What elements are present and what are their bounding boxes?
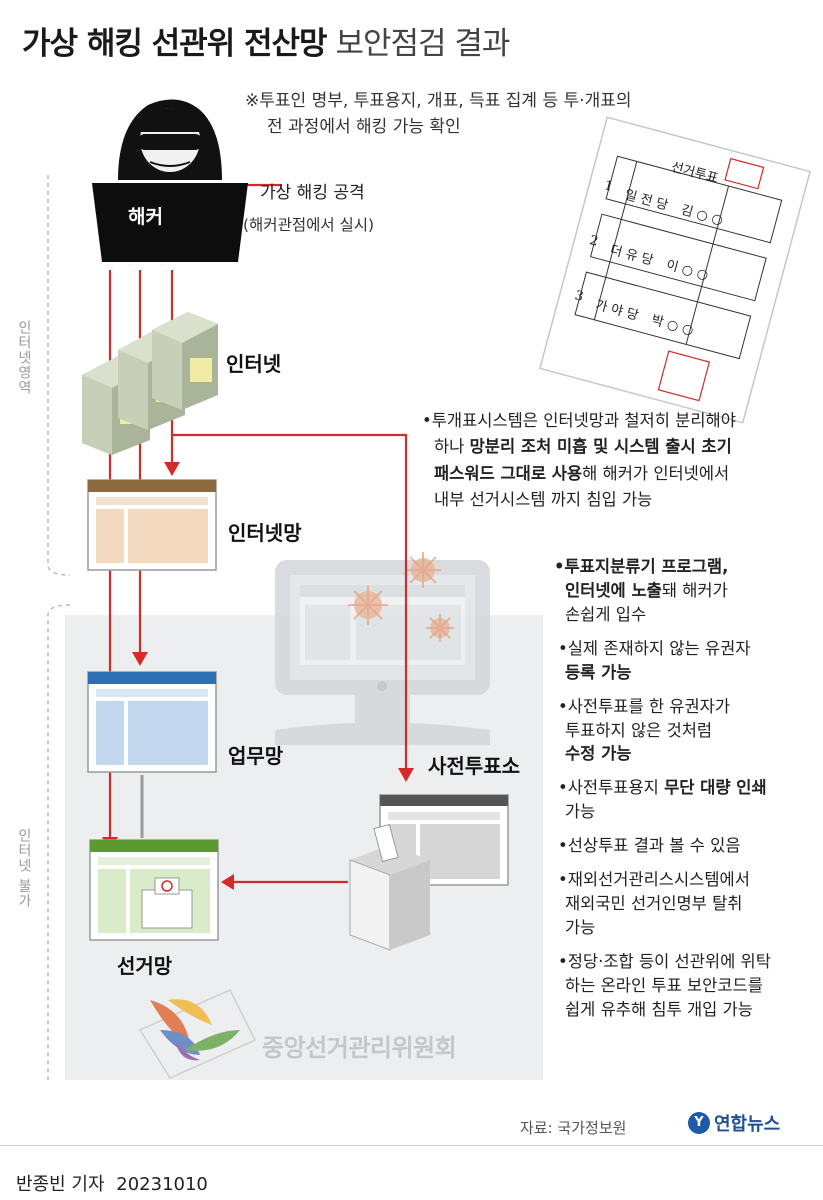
finding-line: •사전투표용지 무단 대량 인쇄 (558, 776, 823, 800)
finding-bold: 인터넷에 노출 (565, 580, 662, 600)
ballot-row-name: 이 ○ ○ (664, 257, 710, 284)
top-note-line2: 전 과정에서 해킹 가능 확인 (267, 117, 461, 138)
top-note: ※투표인 명부, 투표용지, 개표, 득표 집계 등 투·개표의 전 과정에서 … (245, 88, 632, 141)
work-net-label: 업무망 (228, 744, 284, 768)
internet-zone-label: 인터넷영역 (16, 320, 32, 395)
internet-net-label: 인터넷망 (228, 521, 302, 545)
byline-reporter: 반종빈 기자 (16, 1174, 105, 1195)
finding-item: •사전투표용지 무단 대량 인쇄 가능 (558, 776, 823, 824)
intro-line1: •투개표시스템은 인터넷망과 철저히 분리해야 (422, 411, 736, 430)
finding-text: 돼 해커가 (661, 580, 728, 600)
byline: 반종빈 기자 20231010 (16, 1170, 208, 1196)
monitor-icon (275, 560, 490, 745)
top-note-line1: ※투표인 명부, 투표용지, 개표, 득표 집계 등 투·개표의 (245, 91, 632, 111)
intro-line2-a: 하나 (434, 437, 470, 457)
work-net-window-icon (87, 671, 217, 773)
internet-zone-bracket (47, 175, 71, 576)
finding-line: 가능 (565, 802, 596, 822)
finding-line: 하는 온라인 투표 보안코드를 (565, 975, 763, 995)
finding-item: •선상투표 결과 볼 수 있음 (558, 834, 823, 858)
finding-line: 쉽게 유추해 침투 개입 가능 (565, 999, 753, 1019)
byline-date: 20231010 (116, 1174, 208, 1195)
agency-logo: Y 연합뉴스 (688, 1110, 780, 1136)
finding-line: •정당·조합 등이 선관위에 위탁 (558, 951, 771, 971)
ballot-row-name: 김 ○ ○ (679, 202, 725, 229)
title-light: 보안점검 결과 (335, 26, 510, 62)
ballot-row-party: 일 전 당 (623, 187, 670, 214)
ballot-box-icon (349, 823, 430, 951)
finding-line: 등록 가능 (565, 662, 632, 682)
server-icons (82, 312, 218, 455)
no-internet-zone-label: 인터넷 불가 (16, 828, 32, 909)
title-bold: 가상 해킹 선관위 전산망 (22, 26, 328, 62)
hacker-label: 해커 (128, 206, 163, 228)
intro-line2-b: 망분리 조처 미흡 및 시스템 출시 초기 (469, 437, 732, 457)
finding-item: •투표지분류기 프로그램, 인터넷에 노출돼 해커가 손쉽게 입수 (554, 555, 823, 627)
intro-line2: 하나 망분리 조처 미흡 및 시스템 출시 초기 (422, 434, 822, 460)
nec-watermark: 중앙선거관리위원회 (262, 1034, 457, 1062)
finding-line: •선상투표 결과 볼 수 있음 (558, 836, 741, 856)
source-note: 자료: 국가정보원 (520, 1119, 627, 1137)
election-net-label: 선거망 (117, 954, 173, 978)
finding-line: 투표하지 않은 것처럼 (565, 720, 713, 740)
ballot-row: 1 일 전 당 김 ○ ○ (602, 178, 726, 228)
finding-line: 재외국민 선거인명부 탈취 (565, 894, 743, 914)
findings-list: •투표지분류기 프로그램, 인터넷에 노출돼 해커가 손쉽게 입수 •실제 존재… (554, 555, 823, 1032)
ballot-row: 2 더 유 당 이 ○ ○ (587, 233, 711, 283)
finding-item: •실제 존재하지 않는 유권자 등록 가능 (558, 637, 823, 685)
intro-line3-b: 해 해커가 인터넷에서 (582, 463, 730, 483)
finding-text: •사전투표용지 (558, 778, 665, 798)
ballot-row-party: 더 유 당 (608, 242, 655, 269)
finding-line: 인터넷에 노출돼 해커가 (558, 579, 823, 603)
finding-item: •재외선거관리스시스템에서 재외국민 선거인명부 탈취 가능 (558, 868, 823, 940)
intro-line3: 패스워드 그대로 사용해 해커가 인터넷에서 (422, 461, 822, 487)
network-diagram (47, 99, 811, 1080)
page-title: 가상 해킹 선관위 전산망 보안점검 결과 (22, 18, 510, 63)
legend-subtitle: (해커관점에서 실시) (243, 216, 375, 234)
nec-logo-icon (138, 989, 257, 1079)
finding-line: •투표지분류기 프로그램, (554, 557, 729, 576)
finding-item: •정당·조합 등이 선관위에 위탁 하는 온라인 투표 보안코드를 쉽게 유추해… (558, 950, 823, 1022)
internet-label: 인터넷 (226, 352, 282, 376)
finding-line: •사전투표를 한 유권자가 (558, 696, 731, 716)
finding-bold: 무단 대량 인쇄 (664, 778, 767, 798)
internet-net-window-icon (87, 479, 217, 571)
intro-line3-a: 패스워드 그대로 사용 (434, 463, 583, 483)
footer-divider (0, 1145, 823, 1146)
election-net-window-icon (89, 839, 219, 941)
intro-paragraph: •투개표시스템은 인터넷망과 철저히 분리해야 하나 망분리 조처 미흡 및 시… (422, 408, 822, 514)
no-internet-zone-bracket (47, 604, 71, 1080)
finding-item: •사전투표를 한 유권자가 투표하지 않은 것처럼 수정 가능 (558, 695, 823, 767)
legend-title: 가상 해킹 공격 (260, 183, 365, 203)
finding-line: •재외선거관리스시스템에서 (558, 870, 750, 890)
ballot-paper-icon (539, 116, 811, 424)
hacker-icon (92, 99, 248, 262)
finding-line: •실제 존재하지 않는 유권자 (558, 638, 751, 658)
early-voting-label: 사전투표소 (428, 754, 520, 778)
agency-name: 연합뉴스 (714, 1114, 781, 1135)
finding-line: 손쉽게 입수 (565, 604, 647, 624)
intro-line4: 내부 선거시스템 까지 침입 가능 (434, 490, 653, 510)
finding-line: 가능 (565, 917, 596, 937)
agency-logo-icon: Y (688, 1112, 710, 1134)
finding-line: 수정 가능 (565, 744, 632, 764)
